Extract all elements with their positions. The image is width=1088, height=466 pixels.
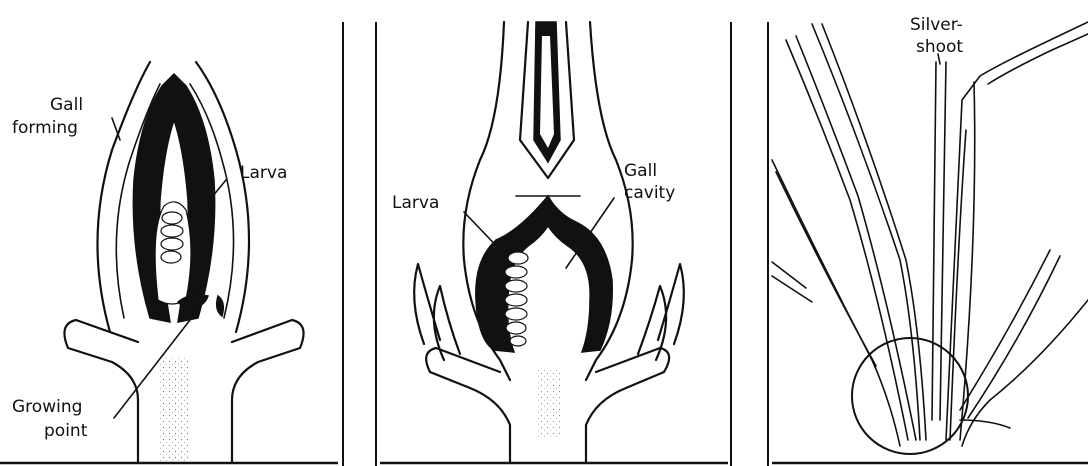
leaf-blades: [772, 22, 1088, 446]
gall-wall: [476, 196, 612, 352]
silver-shoot-stalk: [932, 62, 946, 420]
label-gall-forming-2: forming: [12, 118, 78, 138]
label-larva: Larva: [240, 163, 287, 183]
side-leaves-left: [414, 264, 460, 360]
label-growing-point-2: point: [44, 421, 88, 441]
label-gall-cavity-1: Gall: [624, 161, 657, 181]
panel-silver-shoot: Silver- shoot: [772, 15, 1088, 454]
label-gall-cavity-2: cavity: [624, 183, 675, 203]
growing-point-blob-small: [217, 296, 224, 316]
panel-gall-cavity: Larva Gall cavity: [392, 22, 684, 463]
panel-gall-forming: Gall forming Larva Growing point: [12, 62, 304, 463]
side-leaves-right: [638, 264, 684, 360]
leader-larva-2: [464, 212, 506, 256]
label-larva-2: Larva: [392, 193, 439, 213]
label-gall-forming-1: Gall: [50, 95, 83, 115]
base-circle: [852, 338, 968, 454]
stem-stipple-2: [536, 368, 560, 438]
label-silver-shoot-2: shoot: [916, 37, 963, 57]
stem-stipple: [160, 356, 190, 461]
label-silver-shoot-1: Silver-: [910, 15, 963, 35]
label-growing-point-1: Growing: [12, 397, 82, 417]
